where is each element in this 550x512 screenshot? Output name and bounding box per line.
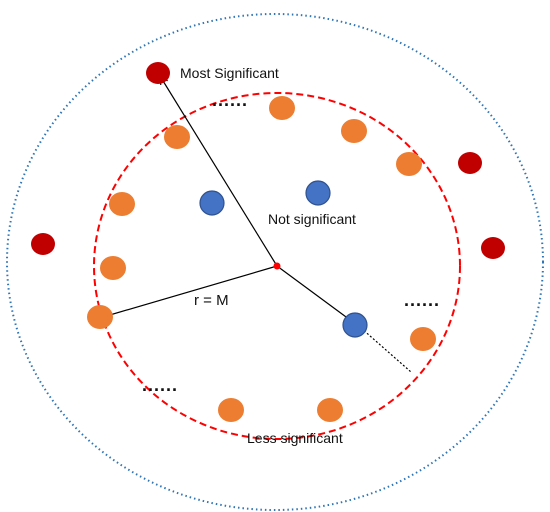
not-significant-point xyxy=(305,180,331,206)
most-significant-point xyxy=(458,152,482,174)
boundary-circle xyxy=(93,92,461,440)
not-significant-point xyxy=(199,190,225,216)
most-significant-point xyxy=(481,237,505,259)
label-less-significant: Less significant xyxy=(247,430,343,446)
center-point xyxy=(273,262,281,270)
label-not-significant: Not significant xyxy=(268,211,356,227)
ellipsis-right: ...... xyxy=(404,290,440,310)
radius-line-r-m xyxy=(103,265,278,317)
boundary-point xyxy=(218,398,244,422)
boundary-point xyxy=(87,305,113,329)
label-most-significant: Most Significant xyxy=(180,65,279,81)
boundary-point xyxy=(269,96,295,120)
most-significant-point xyxy=(146,62,170,84)
radius-extension-dashed xyxy=(360,327,412,373)
ellipsis-top: ...... xyxy=(212,90,248,110)
boundary-point xyxy=(164,125,190,149)
label-radius: r = M xyxy=(194,292,229,309)
most-significant-point xyxy=(31,233,55,255)
not-significant-point xyxy=(342,312,368,338)
boundary-point xyxy=(396,152,422,176)
boundary-point xyxy=(341,119,367,143)
boundary-point xyxy=(100,256,126,280)
boundary-point xyxy=(317,398,343,422)
ellipsis-bottom-left: ...... xyxy=(142,375,178,395)
radius-line-most-significant xyxy=(160,76,278,267)
boundary-point xyxy=(109,192,135,216)
boundary-point xyxy=(410,327,436,351)
outer-circle xyxy=(6,13,544,511)
